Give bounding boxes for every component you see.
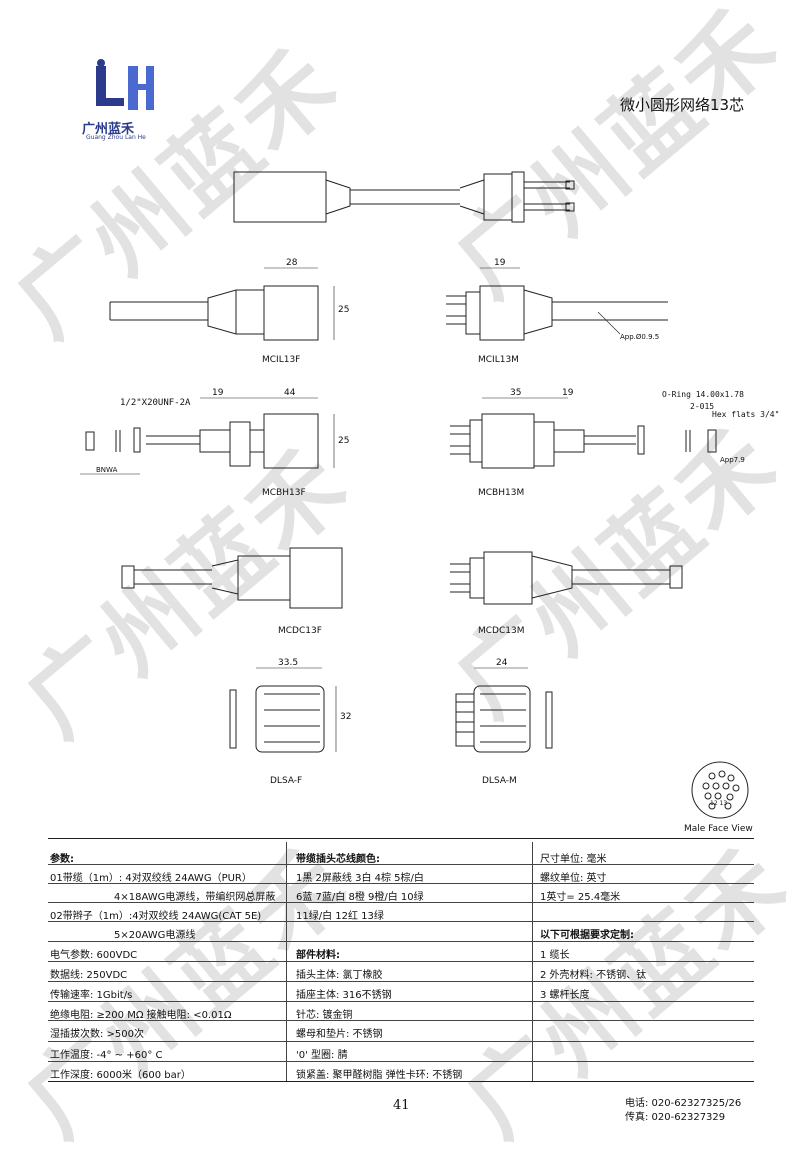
label-mcil13f: MCIL13F	[262, 355, 301, 365]
params-row: 传输速率: 1Gbit/s	[50, 990, 133, 1001]
label-mcbh13m: MCBH13M	[478, 488, 525, 498]
params-row: 5×20AWG电源线	[114, 930, 196, 941]
params-row: 湿插拔次数: >500次	[50, 1029, 145, 1040]
row-rule	[48, 921, 754, 922]
top-plug-body	[233, 171, 327, 223]
note-mcbh13m-oring-code: 2-015	[690, 402, 715, 411]
material-row: 螺母和垫片: 不锈钢	[296, 1029, 383, 1040]
col-divider	[286, 842, 287, 1082]
dim-mcbh13m-b: 19	[562, 388, 574, 398]
dim-mcil13f-width: 28	[286, 258, 298, 268]
label-dlsa-f: DLSA-F	[270, 776, 303, 786]
unit-row: 尺寸单位: 毫米	[540, 854, 607, 865]
face-pins-label: 12 13	[710, 800, 728, 807]
row-rule	[48, 981, 754, 982]
custom-row: 3 螺杆长度	[540, 990, 590, 1001]
row-rule	[48, 1020, 754, 1021]
material-heading: 部件材料:	[296, 950, 340, 961]
top-plug-taper	[325, 179, 351, 215]
params-row: 4×18AWG电源线，带编织网总屏蔽	[114, 892, 276, 903]
phone-number: 电话: 020-62327325/26	[625, 1098, 742, 1109]
row-rule	[48, 961, 754, 962]
note-mcbh13f-bnwa: BNWA	[96, 466, 118, 474]
params-row: 01带缆（1m）: 4对双绞线 24AWG（PUR）	[50, 873, 252, 884]
thread-mcbh13f: 1/2"X20UNF-2A	[120, 398, 191, 408]
params-row: 绝缘电阻: ≥200 MΩ 接触电阻: <0.01Ω	[50, 1010, 232, 1021]
params-row: 电气参数: 600VDC	[50, 950, 138, 961]
label-mcil13m: MCIL13M	[478, 355, 519, 365]
table-bottom-rule	[48, 1081, 754, 1082]
row-rule	[48, 883, 754, 884]
label-mcdc13m: MCDC13M	[478, 626, 525, 636]
custom-heading: 以下可根据要求定制:	[540, 930, 634, 941]
dim-dlsa-f-height: 32	[340, 712, 352, 722]
fax-number: 传真: 020-62327329	[625, 1112, 726, 1123]
note-mcil13m-app: App.Ø0.9.5	[620, 333, 660, 341]
col-divider	[532, 842, 533, 1082]
logo-english-text: Guang Zhou Lan He	[86, 134, 146, 141]
note-mcbh13m-oring: O-Ring 14.00x1.78	[662, 390, 744, 399]
row-rule	[48, 1001, 754, 1002]
dim-dlsa-f-width: 33.5	[278, 658, 299, 668]
page-number: 41	[393, 1098, 410, 1113]
note-mcbh13m-hex: Hex flats 3/4"	[712, 410, 780, 419]
wire-color-row: 11绿/白 12红 13绿	[296, 911, 384, 922]
params-row: 工作深度: 6000米（600 bar）	[50, 1070, 191, 1081]
custom-row: 1 缆长	[540, 950, 570, 961]
material-row: 插头主体: 氯丁橡胶	[296, 970, 383, 981]
unit-row: 1英寸= 25.4毫米	[540, 892, 621, 903]
label-mcbh13f: MCBH13F	[262, 488, 306, 498]
dim-dlsa-m-width: 24	[496, 658, 508, 668]
unit-row: 螺纹单位: 英寸	[540, 873, 607, 884]
params-row: 工作温度: -4° ~ +60° C	[50, 1050, 163, 1061]
table-top-rule	[48, 838, 754, 839]
dim-mcil13f-height: 25	[338, 305, 350, 315]
wire-color-heading: 带缆插头芯线颜色:	[296, 854, 380, 865]
dim-mcil13m-width: 19	[494, 258, 506, 268]
row-rule	[48, 864, 754, 865]
dim-mcbh13f-b: 44	[284, 388, 296, 398]
logo-chinese-text: 广州蓝禾	[82, 122, 135, 137]
label-mcdc13f: MCDC13F	[278, 626, 322, 636]
material-row: 插座主体: 316不锈钢	[296, 990, 392, 1001]
wire-color-row: 6蓝 7蓝/白 8橙 9橙/白 10绿	[296, 892, 424, 903]
material-row: 锁紧盖: 聚甲醛树脂 弹性卡环: 不锈钢	[296, 1070, 463, 1081]
row-rule	[48, 1061, 754, 1062]
params-row: 数据线: 250VDC	[50, 970, 128, 981]
custom-row: 2 外壳材料: 不锈钢、钛	[540, 970, 647, 981]
params-row: 02带辫子（1m）:4对双绞线 24AWG(CAT 5E)	[50, 911, 262, 922]
params-heading: 参数:	[50, 854, 74, 865]
note-mcbh13m-app: App7.9	[720, 456, 745, 464]
row-rule	[48, 902, 754, 903]
material-row: '0' 型圈: 腈	[296, 1050, 348, 1061]
row-rule	[48, 941, 754, 942]
dim-mcbh13f-height: 25	[338, 436, 350, 446]
wire-color-row: 1黑 2屏蔽线 3白 4棕 5棕/白	[296, 873, 424, 884]
label-dlsa-m: DLSA-M	[482, 776, 517, 786]
row-rule	[48, 1041, 754, 1042]
page-title: 微小圆形网络13芯	[620, 96, 745, 114]
label-male-face-view: Male Face View	[684, 824, 753, 834]
dim-mcbh13f-a: 19	[212, 388, 224, 398]
technical-drawings	[80, 171, 749, 819]
material-row: 针芯: 镀金铜	[296, 1010, 353, 1021]
dim-mcbh13m-a: 35	[510, 388, 522, 398]
company-logo	[96, 59, 154, 110]
